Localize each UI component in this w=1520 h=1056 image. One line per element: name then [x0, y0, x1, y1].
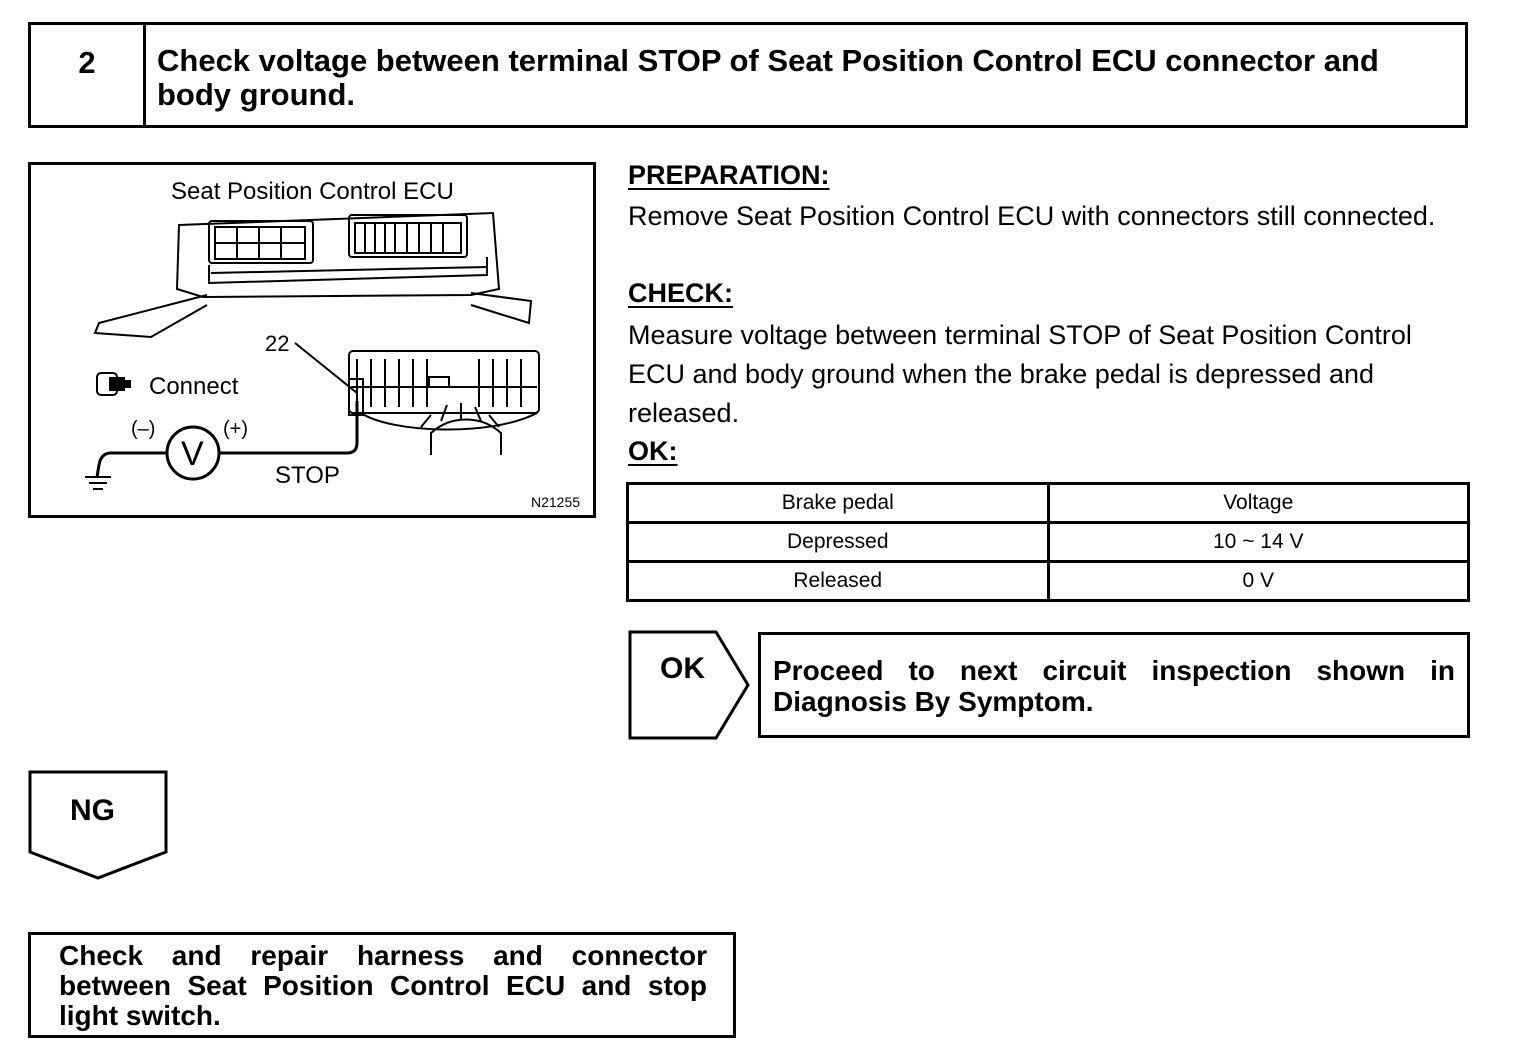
ecu-label: Seat Position Control ECU — [171, 178, 454, 205]
connect-icon — [96, 372, 131, 396]
ecu-unit-drawing — [93, 211, 533, 339]
stop-terminal-label: STOP — [275, 462, 340, 489]
negative-probe-label: (–) — [131, 418, 155, 440]
ok-branch-label: OK — [660, 652, 705, 685]
check-heading: CHECK: — [628, 278, 733, 308]
connect-label: Connect — [149, 373, 239, 400]
table-row: Depressed 10 ~ 14 V — [626, 521, 1470, 563]
ok-heading: OK: — [628, 436, 678, 466]
table-header-row: Brake pedal Voltage — [626, 482, 1470, 524]
preparation-heading: PREPARATION: — [628, 160, 830, 190]
ground-icon — [85, 476, 111, 490]
ecu-diagram: Seat Position Control ECU 22 — [28, 162, 596, 518]
table-cell: Depressed — [626, 521, 1050, 563]
table-row: Released 0 V — [626, 560, 1470, 602]
step-title: Check voltage between terminal STOP of S… — [157, 43, 1379, 112]
voltage-spec-table: Brake pedal Voltage Depressed 10 ~ 14 V … — [626, 482, 1470, 602]
step-number: 2 — [31, 25, 146, 125]
pin-number-label: 22 — [265, 331, 289, 356]
table-cell: 10 ~ 14 V — [1046, 521, 1470, 563]
figure-id: N21255 — [531, 494, 580, 510]
column-header: Voltage — [1046, 482, 1470, 524]
table-cell: 0 V — [1046, 560, 1470, 602]
ok-result-box: Proceed to next circuit inspection shown… — [758, 632, 1470, 738]
check-text: Measure voltage between terminal STOP of… — [628, 320, 1412, 428]
ecu-connector-drawing — [348, 350, 540, 455]
positive-probe-label: (+) — [223, 418, 248, 440]
ok-arrow-shape — [628, 630, 750, 740]
ecu-diagram-drawing: Seat Position Control ECU 22 — [85, 178, 580, 510]
table-cell: Released — [626, 560, 1050, 602]
voltmeter-symbol: V — [181, 435, 204, 473]
column-header: Brake pedal — [626, 482, 1050, 524]
ng-result-box: Check and repair harness and connector b… — [28, 932, 736, 1038]
ng-arrow-shape — [28, 770, 168, 880]
ng-branch-label: NG — [70, 794, 115, 827]
step-header: 2 Check voltage between terminal STOP of… — [28, 22, 1468, 128]
preparation-text: Remove Seat Position Control ECU with co… — [628, 201, 1436, 231]
